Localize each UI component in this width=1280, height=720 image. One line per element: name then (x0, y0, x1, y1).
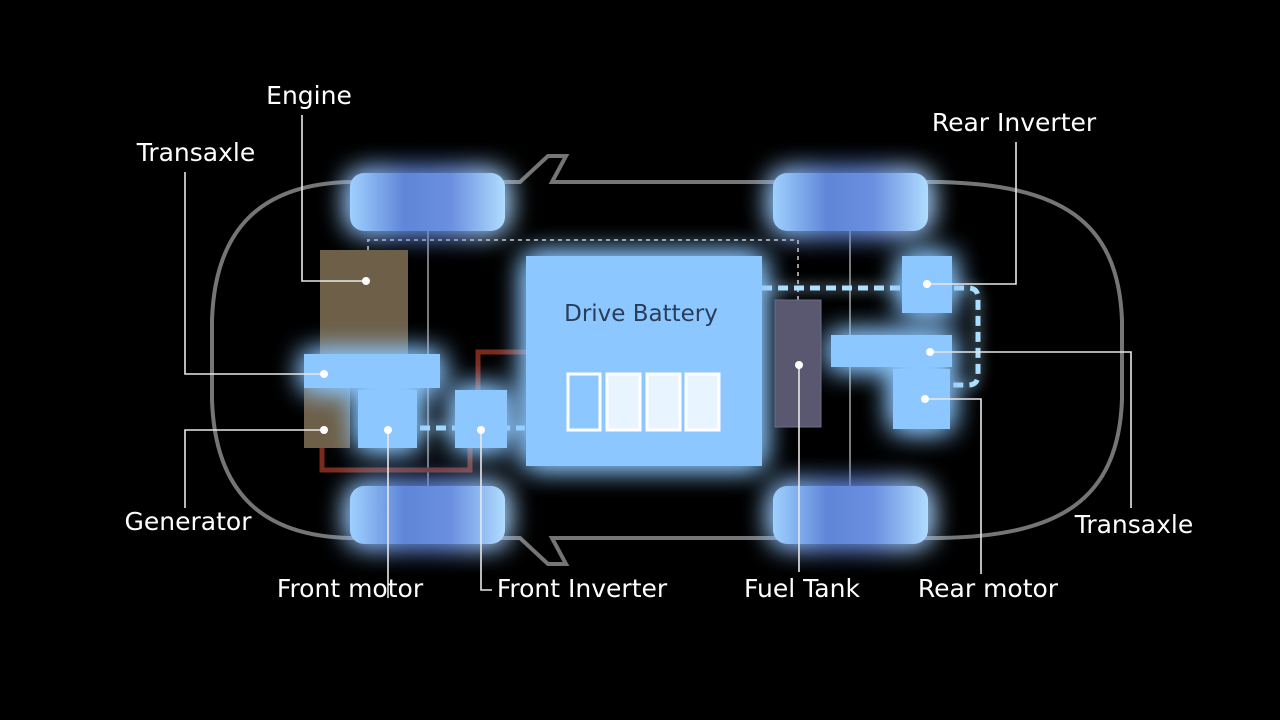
engine-block (320, 250, 408, 358)
label-front-motor: Front motor (277, 574, 424, 603)
label-rear-motor: Rear motor (918, 574, 1059, 603)
front-transaxle-block (304, 354, 440, 388)
wheel-front-left (350, 173, 505, 231)
battery-cell (684, 372, 721, 432)
drive-battery-label: Drive Battery (564, 301, 718, 327)
label-generator: Generator (125, 507, 253, 536)
battery-cells (566, 372, 721, 432)
battery-cell (566, 372, 602, 432)
marker-dots (320, 277, 934, 434)
label-engine: Engine (266, 81, 352, 110)
label-front-inverter: Front Inverter (497, 574, 668, 603)
label-transaxle-rear: Transaxle (1074, 510, 1194, 539)
fuel-line (367, 239, 799, 300)
car-body-outline (210, 154, 1124, 566)
battery-cell (605, 372, 642, 432)
leader-lines (184, 115, 1132, 598)
label-rear-inverter: Rear Inverter (932, 108, 1097, 137)
label-fuel-tank: Fuel Tank (744, 574, 860, 603)
label-transaxle-front: Transaxle (136, 138, 256, 167)
drive-battery-block (526, 256, 762, 466)
wheel-rear-right (773, 486, 928, 544)
wheel-rear-left (773, 173, 928, 231)
battery-cell (645, 372, 682, 432)
generator-block (304, 385, 350, 448)
